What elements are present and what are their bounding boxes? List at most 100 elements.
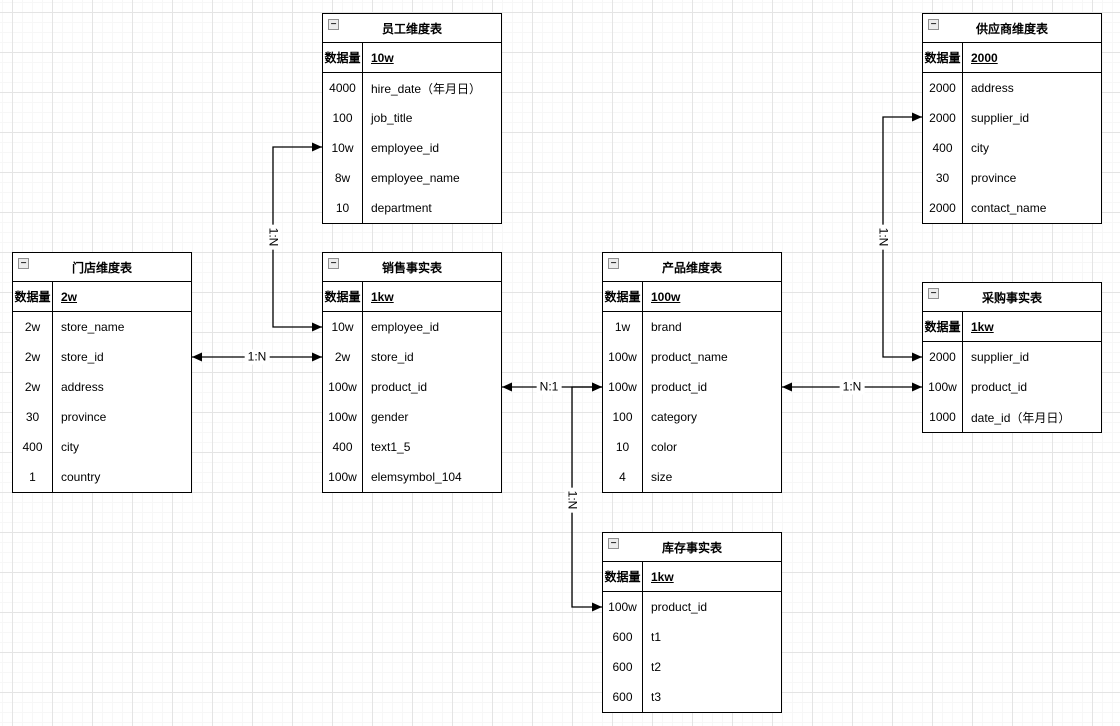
header-label: 数据量	[923, 312, 963, 341]
row-count: 2w	[13, 312, 53, 342]
edge-label-sales-product[interactable]: N:1	[536, 379, 562, 395]
row-count: 1	[13, 462, 53, 492]
row-field: supplier_id	[971, 111, 1030, 125]
row-count: 2000	[923, 103, 963, 133]
row-count: 2w	[323, 342, 363, 372]
table-row[interactable]: 2000 supplier_id	[923, 103, 1101, 133]
table-row[interactable]: 100w product_id	[323, 372, 501, 402]
table-row[interactable]: 4000 hire_date（年月日）	[323, 73, 501, 103]
table-row[interactable]: 2w store_id	[323, 342, 501, 372]
edge-label-supplier-purchase[interactable]: 1:N	[875, 224, 891, 250]
row-count: 4000	[323, 73, 363, 103]
row-field: employee_name	[371, 171, 460, 185]
edge-label-product-purchase[interactable]: 1:N	[839, 379, 865, 395]
row-count: 100w	[323, 372, 363, 402]
row-field: store_id	[371, 350, 414, 364]
row-count: 30	[923, 163, 963, 193]
row-field: product_id	[971, 380, 1028, 394]
collapse-icon[interactable]: −	[328, 19, 339, 30]
table-title: 供应商维度表	[975, 21, 1048, 36]
row-field: date_id（年月日）	[971, 410, 1071, 425]
edge-label-store-sales[interactable]: 1:N	[244, 349, 270, 365]
header-label: 数据量	[603, 282, 643, 311]
row-count: 600	[603, 652, 643, 682]
collapse-icon[interactable]: −	[18, 258, 29, 269]
row-field: product_id	[371, 380, 428, 394]
table-row[interactable]: 8w employee_name	[323, 163, 501, 193]
header-value: 1kw	[651, 569, 674, 584]
row-count: 8w	[323, 163, 363, 193]
collapse-icon[interactable]: −	[928, 288, 939, 299]
table-header-row: 数据量 1kw	[603, 562, 781, 592]
row-field: employee_id	[371, 320, 440, 334]
row-field: gender	[371, 410, 409, 424]
row-field: category	[651, 410, 698, 424]
row-count: 2000	[923, 73, 963, 103]
table-header-row: 数据量 2000	[923, 43, 1101, 73]
table-row[interactable]: 100w elemsymbol_104	[323, 462, 501, 492]
table-header-row: 数据量 10w	[323, 43, 501, 73]
table-row[interactable]: 100w product_id	[923, 372, 1101, 402]
row-field: hire_date（年月日）	[371, 81, 482, 96]
edge-label-employee-sales[interactable]: 1:N	[265, 224, 281, 250]
collapse-icon[interactable]: −	[328, 258, 339, 269]
header-label: 数据量	[323, 43, 363, 72]
header-label: 数据量	[923, 43, 963, 72]
table-header-row: 数据量 1kw	[323, 282, 501, 312]
row-count: 100w	[923, 372, 963, 402]
table-title-row: − 库存事实表	[603, 533, 781, 562]
row-count: 2w	[13, 372, 53, 402]
table-title: 门店维度表	[71, 260, 132, 275]
header-value: 2000	[971, 50, 998, 65]
row-field: elemsymbol_104	[371, 470, 462, 484]
row-count: 2000	[923, 193, 963, 223]
row-count: 100w	[323, 462, 363, 492]
collapse-icon[interactable]: −	[608, 258, 619, 269]
header-label: 数据量	[603, 562, 643, 591]
table-header-row: 数据量 2w	[13, 282, 191, 312]
row-field: product_id	[651, 600, 708, 614]
collapse-icon[interactable]: −	[928, 19, 939, 30]
edge-label-product-inventory[interactable]: 1:N	[564, 487, 580, 513]
table-title: 库存事实表	[661, 540, 722, 555]
collapse-icon[interactable]: −	[608, 538, 619, 549]
header-value: 100w	[651, 289, 681, 304]
table-title: 销售事实表	[381, 260, 442, 275]
